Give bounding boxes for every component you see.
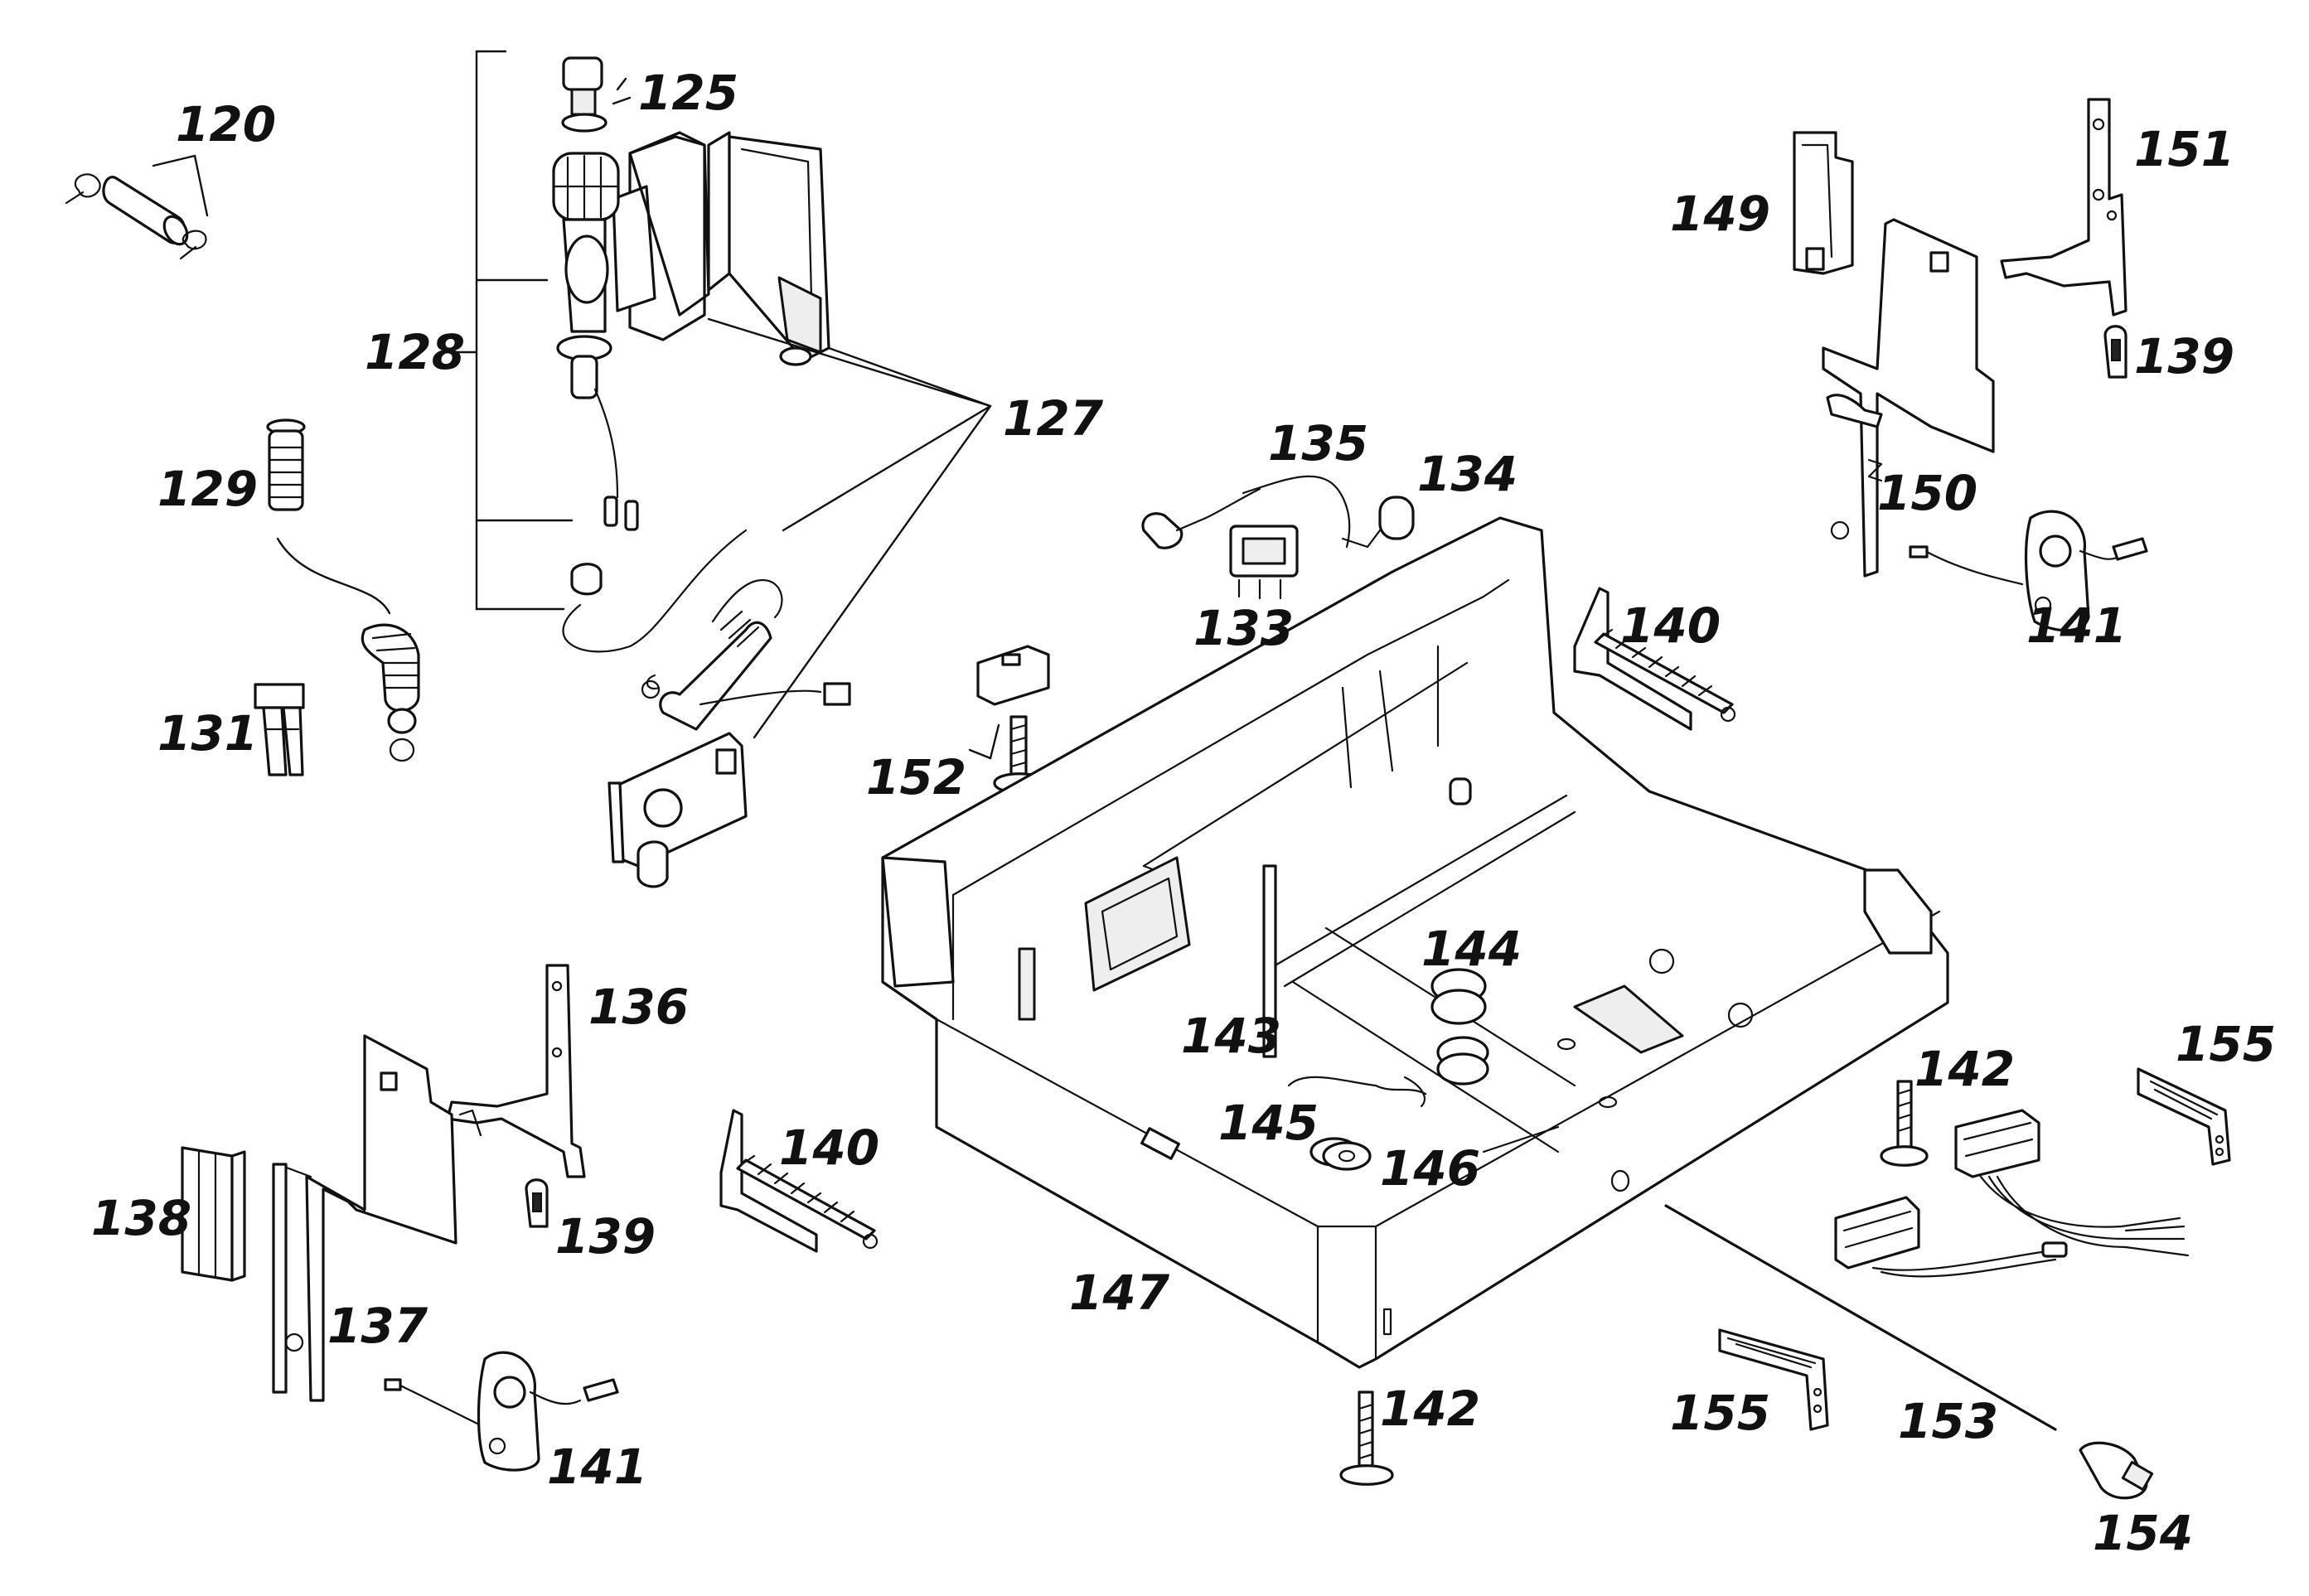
label-125: 125: [638, 65, 738, 121]
part-151-bracket-right: [2000, 98, 2127, 317]
label-153: 153: [1898, 1393, 1998, 1449]
part-133-135-sensor-and-cable: [1141, 475, 1415, 600]
label-140-right: 140: [1620, 597, 1721, 654]
label-135: 135: [1268, 415, 1368, 472]
part-154-knob: [2079, 1441, 2154, 1500]
part-155-terminal-upper: [2137, 1067, 2231, 1166]
part-120-hose-with-clamps: [65, 154, 209, 260]
part-147-base-tub: [881, 516, 1949, 1369]
part-136-bracket-left: [446, 964, 586, 1178]
part-128-pump-assembly: [450, 50, 992, 739]
part-150-bracket-right: [1822, 218, 1995, 578]
label-147: 147: [1069, 1265, 1170, 1321]
label-141-left: 141: [547, 1439, 647, 1495]
label-139-left: 139: [555, 1208, 656, 1265]
label-143: 143: [1181, 1008, 1281, 1064]
label-139-right: 139: [2134, 328, 2234, 384]
part-129-spring-coil: [266, 418, 748, 762]
label-155-right: 155: [2176, 1016, 2276, 1072]
label-138: 138: [91, 1190, 191, 1246]
callout-labels: 120 125 127 128 129 131 133 134 135 136 …: [91, 65, 2276, 1561]
label-137: 137: [327, 1298, 428, 1354]
part-127-hose-and-bracket: [608, 578, 851, 888]
label-151: 151: [2134, 121, 2234, 177]
label-127: 127: [1003, 390, 1104, 447]
part-131-filter-clip: [254, 683, 305, 776]
label-142-lower: 142: [1380, 1381, 1480, 1437]
leader-lines: [612, 77, 632, 105]
part-152-switch-block: [968, 645, 1050, 760]
label-120: 120: [176, 96, 276, 152]
label-129: 129: [157, 461, 258, 517]
part-137-bracket-left: [272, 1034, 457, 1402]
part-139-clip-left: [525, 1178, 549, 1228]
label-142-right: 142: [1914, 1041, 2015, 1097]
part-140-spring-left: [719, 1109, 879, 1253]
part-141-switch-left: [384, 1351, 619, 1472]
label-155-lower: 155: [1670, 1385, 1770, 1441]
label-131: 131: [157, 705, 258, 762]
part-142-screw-right: [1880, 1080, 1929, 1167]
label-133: 133: [1193, 600, 1294, 656]
part-146-disc: [1322, 1141, 1372, 1171]
part-142-screw-lower: [1339, 1390, 1394, 1486]
label-136: 136: [588, 979, 689, 1035]
label-154: 154: [2093, 1505, 2193, 1561]
label-145: 145: [1218, 1095, 1319, 1151]
label-146: 146: [1380, 1140, 1480, 1197]
part-139-clip-right: [2103, 325, 2127, 379]
label-134: 134: [1417, 446, 1518, 502]
part-141-switch-right: [1909, 510, 2148, 632]
part-155-terminal-lower: [1718, 1328, 1829, 1431]
label-150: 150: [1877, 465, 1977, 521]
part-153-rod: [1664, 1204, 2057, 1431]
label-140-left: 140: [779, 1120, 879, 1176]
label-149: 149: [1670, 186, 1770, 242]
part-140-spring-right: [1573, 587, 1736, 731]
label-152: 152: [866, 749, 966, 805]
part-149-block: [1793, 131, 1854, 275]
label-144: 144: [1421, 921, 1522, 977]
label-128: 128: [365, 324, 465, 380]
part-138-block: [181, 1146, 246, 1282]
part-wiring-harness: [1834, 1109, 2190, 1278]
label-141-right: 141: [2026, 597, 2127, 654]
